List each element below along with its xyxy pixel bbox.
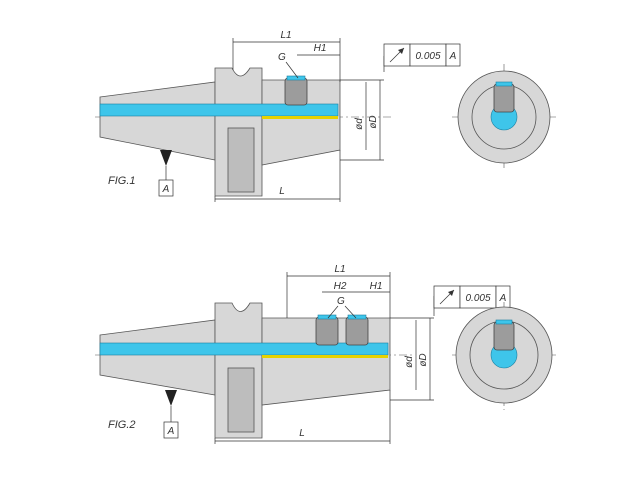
screw-cap (286, 75, 306, 81)
d-label: ød (404, 356, 415, 368)
end-view-screw (493, 321, 515, 351)
l-label: L (299, 428, 305, 439)
runout-arrowhead-icon (448, 290, 454, 296)
coolant-channel (99, 342, 389, 356)
h1-label: H1 (314, 43, 327, 54)
tol-value: 0.005 (465, 293, 490, 304)
coolant-channel (99, 103, 339, 117)
yellow-stripe (262, 116, 338, 119)
datum-triangle (165, 390, 177, 406)
datum-label: A (162, 184, 170, 195)
h1-label: H1 (370, 281, 383, 292)
d-label: ød (354, 118, 365, 130)
set-screw-1 (315, 316, 339, 346)
datum-box (158, 179, 174, 197)
flange-slot (227, 127, 255, 193)
l1-label: L1 (280, 30, 291, 41)
end-view-screw-cap (495, 319, 513, 325)
g-label: G (337, 296, 345, 307)
screw-cap-1 (317, 314, 337, 320)
yellow-stripe (262, 355, 388, 358)
datum-box (163, 421, 179, 439)
D-label: øD (418, 353, 429, 366)
g-leader (285, 61, 299, 79)
g-leader-1 (327, 305, 339, 319)
datum-label: A (167, 426, 175, 437)
tol-value: 0.005 (415, 51, 440, 62)
taper-shank (99, 319, 216, 396)
end-view-screw (493, 83, 515, 113)
l-label: L (279, 186, 285, 197)
tol-datum-cell (445, 43, 461, 67)
figure-caption: FIG.2 (108, 419, 136, 431)
l1-label: L1 (334, 264, 345, 275)
end-view-screw-cap (495, 81, 513, 87)
g-leader-2 (344, 305, 357, 319)
D-label: øD (368, 115, 379, 128)
tol-datum: A (449, 51, 457, 62)
flange-slot (227, 367, 255, 433)
tol-datum: A (499, 293, 507, 304)
set-screw (284, 77, 308, 106)
figure-2: A FIG.2 L1 H2 H1 G L ød øD 0.005 A (95, 264, 556, 444)
taper-shank (99, 81, 216, 161)
figure-1: A FIG.1 L1 H1 G L ød øD 0.005 A (95, 30, 556, 202)
g-label: G (278, 52, 286, 63)
figure-caption: FIG.1 (108, 175, 136, 187)
runout-arrowhead-icon (398, 48, 404, 54)
screw-cap-2 (347, 314, 367, 320)
datum-triangle (160, 150, 172, 166)
h2-label: H2 (334, 281, 347, 292)
set-screw-2 (345, 316, 369, 346)
